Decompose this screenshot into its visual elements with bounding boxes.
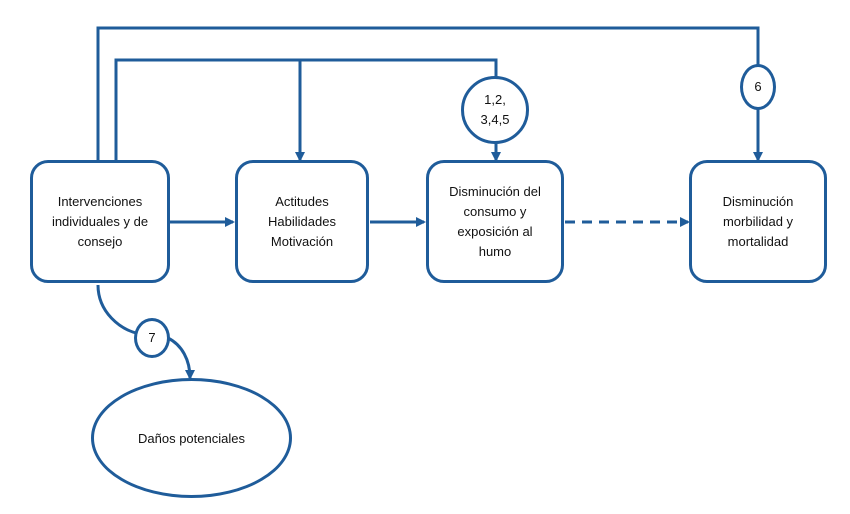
arrow-interventions-to-morbidity	[96, 26, 763, 162]
node-harms: Daños potenciales	[91, 378, 292, 498]
marker-kq-6-label: 6	[754, 79, 762, 94]
marker-kq-7-label: 7	[148, 330, 156, 345]
node-interventions: Intervenciones individuales y de consejo	[30, 160, 170, 283]
node-attitudes: Actitudes Habilidades Motivación	[235, 160, 369, 283]
node-interventions-label: Intervenciones individuales y de consejo	[51, 193, 149, 249]
node-attitudes-label: Actitudes Habilidades Motivación	[268, 193, 336, 249]
node-morbidity: Disminución morbilidad y mortalidad	[689, 160, 827, 283]
marker-kq-7: 7	[134, 318, 170, 358]
marker-kq-1-5: 1,2, 3,4,5	[461, 76, 529, 144]
line-inner-loop	[114, 58, 501, 162]
node-morbidity-label: Disminución morbilidad y mortalidad	[722, 193, 794, 249]
node-consumption-label: Disminución del consumo y exposición al …	[449, 183, 541, 259]
node-consumption: Disminución del consumo y exposición al …	[426, 160, 564, 283]
marker-kq-1-5-label: 1,2, 3,4,5	[480, 92, 510, 127]
node-harms-label: Daños potenciales	[138, 430, 245, 446]
marker-kq-6: 6	[740, 64, 776, 110]
